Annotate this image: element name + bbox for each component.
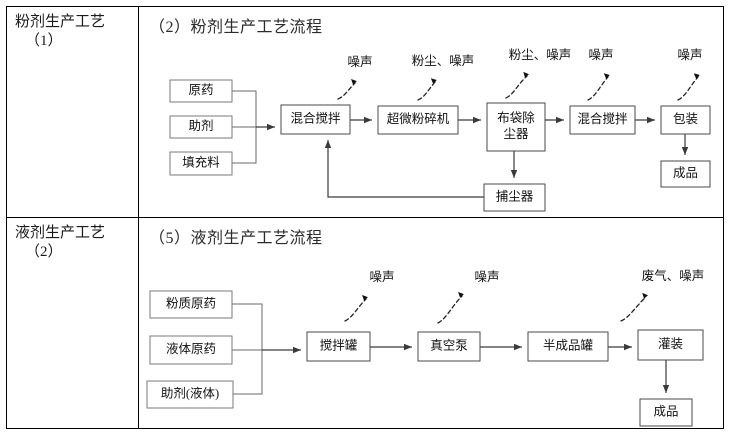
box-outline xyxy=(146,380,234,409)
box-label: 粉质原药 xyxy=(166,295,216,310)
box-label: 混合搅拌 xyxy=(577,111,628,126)
flow-title-powder: （2）粉剂生产工艺流程 xyxy=(149,19,323,36)
pollutant-label-1-0: 噪声 xyxy=(369,270,394,284)
box-label: 搅拌罐 xyxy=(320,337,358,352)
input-box-1-1[interactable]: 液体原药 xyxy=(149,335,233,365)
pollutant-label-1-1: 噪声 xyxy=(474,270,499,284)
input-box-0-0[interactable]: 原药 xyxy=(169,79,233,103)
box-outline xyxy=(527,331,609,362)
box-label: 包装 xyxy=(673,112,698,126)
box-outline xyxy=(306,331,371,362)
row1-leader-1 xyxy=(337,79,357,100)
category-cell-powder: 粉剂生产工艺 （1） xyxy=(6,6,139,218)
pollutant-labels: 噪声粉尘、噪声粉尘、噪声噪声噪声噪声噪声废气、噪声 xyxy=(347,47,704,284)
row2-leader-3 xyxy=(620,292,648,322)
row2-input-manifold xyxy=(232,303,263,395)
category-line2: （1） xyxy=(25,32,63,49)
box-outline xyxy=(486,102,546,152)
category-label-powder: 粉剂生产工艺 （1） xyxy=(7,7,138,51)
pollutant-label-1-2: 废气、噪声 xyxy=(642,268,705,283)
process-table: 粉剂生产工艺 （1） （2）粉剂生产工艺流程 液剂生产工艺 （2） （5）液剂生… xyxy=(6,6,724,429)
box-outline xyxy=(169,151,233,176)
row2-leader-2 xyxy=(437,292,464,324)
category-cell-liquid: 液剂生产工艺 （2） xyxy=(6,217,139,429)
process-box-0-4[interactable]: 包装 xyxy=(660,105,711,135)
flowchart-canvas: 原药助剂填充料混合搅拌超微粉碎机布袋除尘器混合搅拌包装捕尘器成品粉质原药液体原药… xyxy=(146,47,711,427)
box-outline xyxy=(169,115,233,139)
process-box-1-3[interactable]: 灌装 xyxy=(637,329,704,361)
process-flow-document: 粉剂生产工艺 （1） （2）粉剂生产工艺流程 液剂生产工艺 （2） （5）液剂生… xyxy=(0,6,731,443)
box-label: 成品 xyxy=(673,166,698,180)
box-outline xyxy=(483,183,546,212)
box-outline xyxy=(377,105,459,135)
flow-title-liquid: （5）液剂生产工艺流程 xyxy=(149,230,323,247)
process-box-1-0[interactable]: 搅拌罐 xyxy=(306,331,371,362)
category-line1: 液剂生产工艺 xyxy=(15,225,106,241)
input-box-0-1[interactable]: 助剂 xyxy=(169,115,233,139)
pollutant-label-0-1: 粉尘、噪声 xyxy=(412,53,475,68)
box-label: 布袋除尘器 xyxy=(497,110,535,141)
pollutant-label-0-0: 噪声 xyxy=(347,55,372,69)
row2-pollutant-leaders xyxy=(344,292,648,324)
process-box-1-1[interactable]: 真空泵 xyxy=(417,331,481,362)
process-box-1-2[interactable]: 半成品罐 xyxy=(527,331,609,362)
row1-connectors xyxy=(232,90,689,198)
aux-box-0-1[interactable]: 成品 xyxy=(660,160,711,188)
box-outline xyxy=(169,79,233,103)
pollutant-label-0-4: 噪声 xyxy=(677,48,702,62)
process-box-0-1[interactable]: 超微粉碎机 xyxy=(377,105,459,135)
box-outline xyxy=(660,105,711,135)
box-label: 液体原药 xyxy=(166,341,216,356)
flow-nodes: 原药助剂填充料混合搅拌超微粉碎机布袋除尘器混合搅拌包装捕尘器成品粉质原药液体原药… xyxy=(146,79,711,427)
row1-pollutant-leaders xyxy=(337,71,700,101)
process-box-0-2[interactable]: 布袋除尘器 xyxy=(486,102,546,152)
row2-connectors xyxy=(232,303,670,395)
box-label: 助剂 xyxy=(188,118,213,133)
process-box-0-3[interactable]: 混合搅拌 xyxy=(569,105,636,135)
box-outline xyxy=(149,335,233,365)
box-label: 助剂(液体) xyxy=(161,385,219,400)
box-label: 半成品罐 xyxy=(543,338,594,352)
box-label: 灌装 xyxy=(658,337,683,351)
box-label: 原药 xyxy=(188,83,213,97)
box-outline xyxy=(639,398,693,427)
box-outline xyxy=(280,104,351,135)
box-outline xyxy=(569,105,636,135)
row1-recycle-line xyxy=(324,140,484,198)
aux-box-0-0[interactable]: 捕尘器 xyxy=(483,183,546,212)
input-box-1-0[interactable]: 粉质原药 xyxy=(149,290,233,319)
box-outline xyxy=(637,329,704,361)
row1-leader-3 xyxy=(505,71,529,99)
category-line2: （2） xyxy=(25,243,63,260)
box-label: 填充料 xyxy=(182,154,220,169)
box-label: 成品 xyxy=(653,404,678,418)
input-box-0-2[interactable]: 填充料 xyxy=(169,151,233,176)
category-line1: 粉剂生产工艺 xyxy=(15,14,106,30)
box-outline xyxy=(660,160,711,188)
category-label-liquid: 液剂生产工艺 （2） xyxy=(7,218,138,262)
aux-box-1-0[interactable]: 成品 xyxy=(639,398,693,427)
pollutant-label-0-3: 噪声 xyxy=(588,48,613,62)
box-label: 真空泵 xyxy=(430,338,468,352)
box-label: 捕尘器 xyxy=(496,188,534,203)
box-label: 超微粉碎机 xyxy=(387,111,450,126)
row1-leader-5 xyxy=(677,73,700,101)
pollutant-label-0-2: 粉尘、噪声 xyxy=(509,47,572,62)
input-box-1-2[interactable]: 助剂(液体) xyxy=(146,380,234,409)
box-label: 混合搅拌 xyxy=(290,110,341,125)
row1-leader-4 xyxy=(587,73,610,101)
process-box-0-0[interactable]: 混合搅拌 xyxy=(280,104,351,135)
box-outline xyxy=(417,331,481,362)
row1-leader-2 xyxy=(417,78,437,101)
box-outline xyxy=(149,290,233,319)
row2-leader-1 xyxy=(344,295,368,322)
